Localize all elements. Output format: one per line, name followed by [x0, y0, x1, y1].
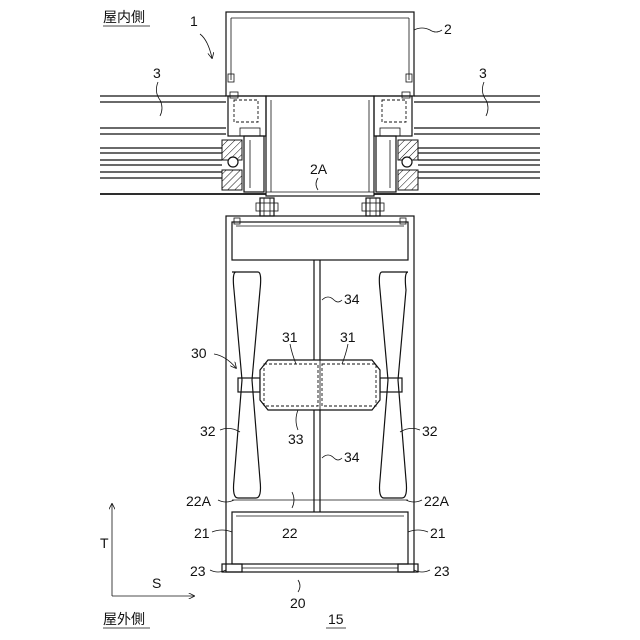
- axis-s-label: S: [152, 575, 161, 591]
- figure-number-text: 15: [328, 611, 344, 627]
- outdoor-label-text: 屋外側: [103, 611, 145, 627]
- leader-30: [214, 354, 236, 368]
- ref-32-right: 32: [422, 423, 438, 439]
- fin-32-right: [379, 272, 408, 498]
- ref-32-left: 32: [200, 423, 216, 439]
- indoor-side-label: 屋内側: [103, 9, 150, 26]
- indoor-label-text: 屋内側: [103, 9, 145, 25]
- ref-22A-right: 22A: [424, 493, 450, 509]
- connector-33: [238, 360, 402, 410]
- ref-22: 22: [282, 525, 298, 541]
- outdoor-side-label: 屋外側: [103, 611, 150, 628]
- ref-31-right: 31: [340, 329, 356, 345]
- figure-number: 15: [326, 611, 346, 628]
- ref-20: 20: [290, 595, 306, 611]
- fastener-right: [362, 198, 384, 216]
- ref-21-right: 21: [430, 525, 446, 541]
- ref-30: 30: [191, 345, 207, 361]
- ref-3-left: 3: [153, 65, 161, 81]
- axis-t-label: T: [100, 535, 109, 551]
- ref-2: 2: [444, 21, 452, 37]
- glazing-detail-right: [374, 92, 418, 192]
- ref-23-left: 23: [190, 563, 206, 579]
- leader-2A: [316, 178, 318, 190]
- leader-32-left: [220, 428, 240, 432]
- direction-axes: T S: [100, 504, 194, 596]
- leader-1: [200, 34, 212, 58]
- ref-34-bottom: 34: [344, 449, 360, 465]
- leader-32-right: [400, 428, 420, 432]
- ref-3-right: 3: [479, 65, 487, 81]
- fin-32-left: [232, 272, 261, 498]
- leader-2: [414, 28, 442, 32]
- ref-2A: 2A: [310, 161, 328, 177]
- ref-31-left: 31: [282, 329, 298, 345]
- ref-23-right: 23: [434, 563, 450, 579]
- leader-33: [296, 410, 298, 430]
- leader-3-left: [156, 82, 162, 116]
- leader-34-top: [322, 297, 342, 302]
- glazing-detail-left: [222, 92, 266, 192]
- leader-21-left: [212, 530, 232, 532]
- leader-34-bottom: [322, 455, 342, 460]
- ref-33: 33: [288, 431, 304, 447]
- ref-1: 1: [190, 13, 198, 29]
- ref-34-top: 34: [344, 291, 360, 307]
- fastener-left: [256, 198, 278, 216]
- leader-3-right: [482, 82, 488, 116]
- ref-22A-left: 22A: [186, 493, 212, 509]
- ref-21-left: 21: [194, 525, 210, 541]
- leader-20: [298, 580, 300, 592]
- leader-21-right: [408, 530, 428, 532]
